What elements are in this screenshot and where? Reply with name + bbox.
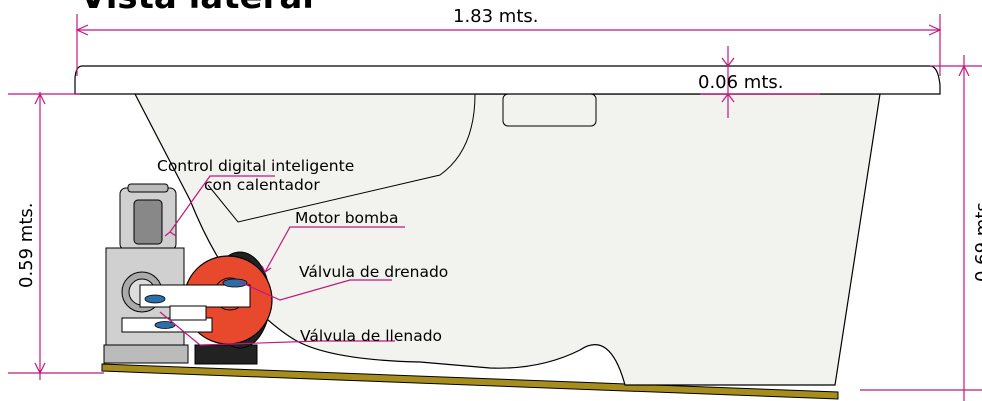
diagram-title: Vista lateral: [80, 0, 314, 17]
fill-valve-label: Válvula de llenado: [300, 327, 442, 345]
tub-recess: [502, 93, 597, 127]
control-unit: [103, 183, 189, 364]
drain-valve-handle: [222, 278, 248, 288]
control-label: Control digital inteligente: [157, 157, 354, 175]
fill-leader: [159, 311, 395, 346]
tub-rim: [74, 65, 941, 95]
motor-label: Motor bomba: [295, 209, 398, 227]
motor-leader: [264, 226, 405, 273]
dimension-lines: [8, 14, 982, 401]
height-total-label: 0.69 mts.: [972, 197, 982, 283]
drain-leader: [239, 279, 392, 301]
width-label: 1.83 mts.: [453, 6, 539, 27]
height-inner-label: 0.59 mts.: [16, 203, 37, 289]
tub-inner-line: [207, 93, 476, 223]
control-leader: [169, 175, 275, 233]
pipes: [121, 284, 251, 333]
rim-label: 0.06 mts.: [698, 72, 784, 93]
control-label-line2: con calentador: [204, 176, 320, 194]
valves: [144, 278, 248, 329]
callout-lines: [159, 175, 405, 346]
floor-base: [101, 363, 839, 400]
drain-valve-label: Válvula de drenado: [299, 263, 448, 281]
